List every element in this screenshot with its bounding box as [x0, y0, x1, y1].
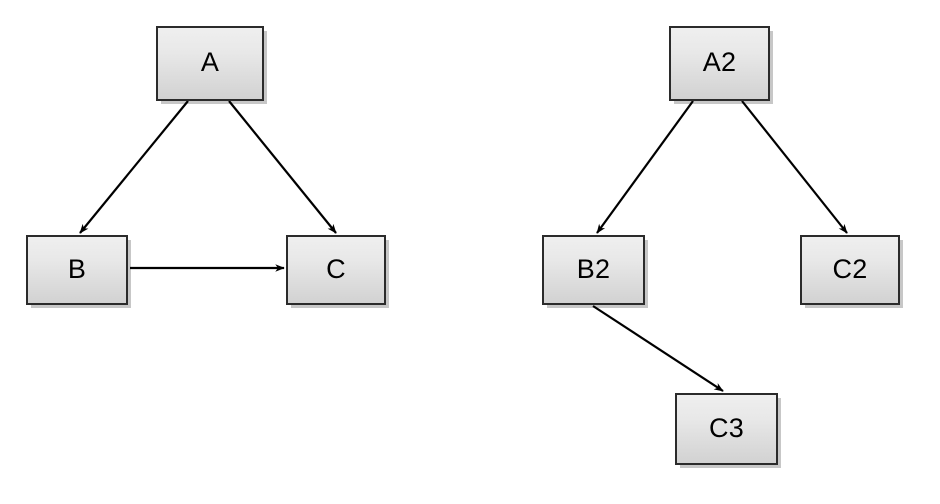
node-b-label: B: [67, 253, 87, 284]
edge-b2-c3: [592, 305, 724, 392]
node-b2-label: B2: [576, 253, 611, 284]
node-c3[interactable]: C3: [675, 393, 778, 465]
edge-a2-b2: [596, 100, 694, 234]
node-a2-label: A2: [702, 47, 737, 77]
edge-a-b: [79, 100, 189, 234]
node-c3-label: C3: [709, 412, 744, 443]
edge-a2-c2: [741, 100, 848, 234]
node-b2[interactable]: B2: [542, 235, 645, 305]
node-a2[interactable]: A2: [669, 26, 770, 101]
node-c2-label: C2: [832, 253, 868, 284]
edge-a-c: [228, 100, 337, 234]
node-c2[interactable]: C2: [800, 235, 900, 305]
node-a[interactable]: A: [156, 26, 264, 101]
edge-group: [79, 100, 848, 392]
node-a-label: A: [200, 47, 220, 77]
node-c-label: C: [326, 253, 346, 284]
node-b[interactable]: B: [26, 235, 128, 305]
node-c[interactable]: C: [286, 235, 386, 305]
